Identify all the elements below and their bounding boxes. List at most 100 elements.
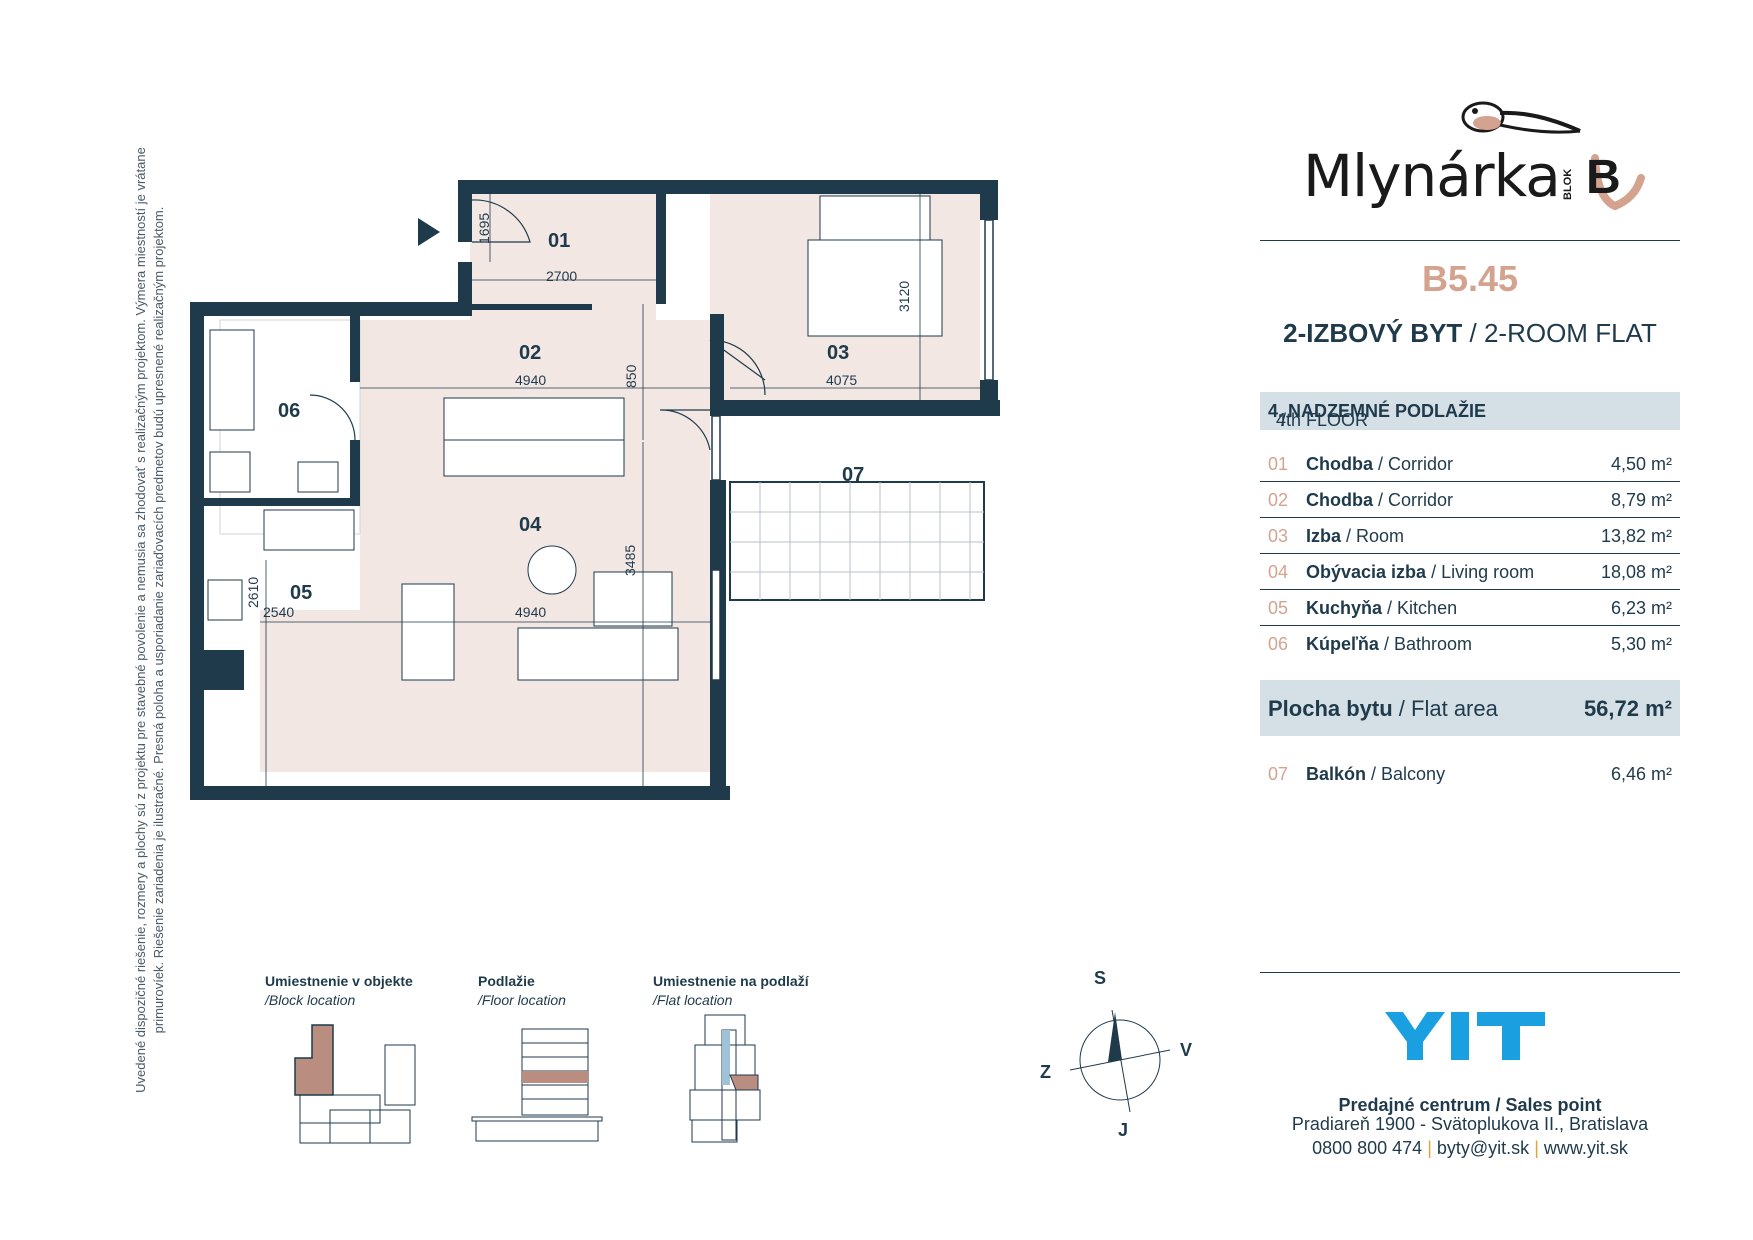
furniture [207, 195, 943, 681]
block-location-map [294, 1024, 416, 1144]
sales-web[interactable]: www.yit.sk [1543, 1138, 1628, 1158]
floor-location-sub: /Floor location [478, 992, 566, 1008]
entrance-arrow-icon [418, 218, 440, 246]
logo-letter: B [1586, 151, 1621, 204]
sales-address: Pradiareň 1900 - Svätoplukova II., Brati… [1291, 1114, 1649, 1134]
room-row: 03 Izba / Room 13,82 m² [1260, 518, 1680, 554]
room-name: Izba / Room [1306, 526, 1405, 546]
sales-phone[interactable]: 0800 800 474 [1312, 1138, 1423, 1158]
room-name-en: Bathroom [1393, 634, 1473, 654]
room-num: 06 [1268, 634, 1289, 654]
plan-label-02: 02 [519, 342, 542, 364]
compass-south: J [1118, 1120, 1129, 1140]
floor-bar: 4. NADZEMNÉ PODLAŽIE / 4th FLOOR [1260, 392, 1680, 430]
flat-location-map [689, 1014, 761, 1143]
room-area: 6,23 m² [1610, 598, 1672, 618]
plan-label-04: 04 [519, 514, 542, 536]
balcony-name: Balkón / Balcony [1306, 764, 1446, 784]
sales-separator: | [1534, 1138, 1539, 1158]
footer-rule [1260, 972, 1680, 973]
room-name-en: Kitchen [1397, 598, 1458, 618]
floor-location-title: Podlažie [478, 973, 535, 989]
dim-2540: 2540 [263, 604, 295, 620]
room-name-sk: Kúpeľňa [1306, 634, 1379, 654]
room-row: 02 Chodba / Corridor 8,79 m² [1260, 482, 1680, 518]
room-num: 04 [1268, 562, 1289, 582]
block-location-sub: /Block location [265, 992, 356, 1008]
room-num: 05 [1268, 598, 1289, 618]
room-row: 05 Kuchyňa / Kitchen 6,23 m² [1260, 590, 1680, 626]
sales-title: Predajné centrum / Sales point [1338, 1095, 1602, 1115]
flat-type-sk: 2-IZBOVÝ BYT [1283, 318, 1463, 348]
room-row: 04 Obývacia izba / Living room 18,08 m² [1260, 554, 1680, 590]
floor-location-map [471, 1028, 603, 1142]
plan-label-06: 06 [278, 400, 301, 422]
room-name-en: Living room [1441, 562, 1535, 582]
disclaimer: Uvedené dispozičné riešenie, rozmery a p… [132, 100, 168, 1140]
total-label-en: Flat area [1411, 696, 1498, 721]
sales-contacts: 0800 800 474 | byty@yit.sk | www.yit.sk [1260, 1138, 1680, 1159]
room-area: 4,50 m² [1610, 454, 1672, 474]
room-name: Kúpeľňa / Bathroom [1306, 634, 1473, 654]
room-name-sk: Chodba [1306, 490, 1373, 510]
total-label: Plocha bytu / Flat area [1268, 696, 1498, 722]
dim-2610: 2610 [245, 576, 261, 608]
plan-label-03: 03 [827, 342, 850, 364]
room-row: 01 Chodba / Corridor 4,50 m² [1260, 446, 1680, 482]
flat-location-sub: /Flat location [653, 992, 733, 1008]
compass-east: V [1180, 1040, 1193, 1060]
room-name: Chodba / Corridor [1306, 454, 1454, 474]
dim-4075: 4075 [826, 372, 858, 388]
walls [190, 180, 1000, 800]
flat-type-sep: / [1462, 318, 1484, 348]
hand-mark-icon [1591, 154, 1645, 211]
balcony-row: 07 Balkón / Balcony 6,46 m² [1260, 756, 1680, 791]
flat-type-en: 2-ROOM FLAT [1483, 318, 1657, 348]
dim-3485: 3485 [622, 544, 638, 576]
dimension-lines [260, 194, 980, 786]
plan-label-07: 07 [842, 464, 865, 486]
room-row: 06 Kúpeľňa / Bathroom 5,30 m² [1260, 626, 1680, 661]
room-area: 8,79 m² [1610, 490, 1672, 510]
room-area: 13,82 m² [1600, 526, 1672, 546]
room-num: 01 [1268, 454, 1289, 474]
floor-plan [190, 180, 1000, 800]
total-sep: / [1392, 696, 1412, 721]
room-name-sk: Chodba [1306, 454, 1373, 474]
balcony-area: 6,46 m² [1610, 764, 1672, 784]
disclaimer-line-1: Uvedené dispozičné riešenie, rozmery a p… [133, 147, 148, 1093]
sales-email[interactable]: byty@yit.sk [1436, 1138, 1530, 1158]
dim-2700: 2700 [546, 268, 578, 284]
dim-4940-top: 4940 [515, 372, 547, 388]
dim-1695: 1695 [476, 212, 492, 244]
plan-label-05: 05 [290, 582, 313, 604]
balcony-name-en: Balcony [1381, 764, 1446, 784]
balcony-num: 07 [1268, 764, 1289, 784]
compass-north: S [1094, 968, 1107, 988]
room-name: Obývacia izba / Living room [1306, 562, 1535, 582]
disclaimer-line-2: primurovíek. Riešenie zariadenia je ilus… [151, 206, 166, 1034]
dim-850: 850 [623, 364, 639, 388]
room-num: 03 [1268, 526, 1289, 546]
total-area-bar: Plocha bytu / Flat area 56,72 m² [1260, 680, 1680, 736]
dim-4940-bottom: 4940 [515, 604, 547, 620]
room-area: 5,30 m² [1610, 634, 1672, 654]
doors [309, 199, 766, 451]
flat-type: 2-IZBOVÝ BYT / 2-ROOM FLAT [1260, 318, 1680, 349]
room-name-sk: Kuchyňa [1306, 598, 1383, 618]
room-name-en: Corridor [1388, 490, 1454, 510]
header-rule [1260, 240, 1680, 241]
bird-icon [1461, 101, 1581, 134]
total-area-value: 56,72 m² [1583, 696, 1672, 721]
compass-west: Z [1040, 1062, 1051, 1082]
floor-label: 4. NADZEMNÉ PODLAŽIE / 4th FLOOR [1268, 401, 1487, 430]
room-area: 18,08 m² [1600, 562, 1672, 582]
logo-blok: BLOK [1562, 168, 1574, 200]
logo-name: Mlynárka [1303, 142, 1561, 210]
room-name-sk: Obývacia izba [1306, 562, 1427, 582]
plan-label-01: 01 [548, 230, 571, 252]
room-name: Chodba / Corridor [1306, 490, 1454, 510]
floor-sk: 4. NADZEMNÉ PODLAŽIE [1268, 401, 1487, 421]
floor-en: 4th FLOOR [1276, 410, 1369, 430]
flat-code: B5.45 [1421, 258, 1519, 299]
